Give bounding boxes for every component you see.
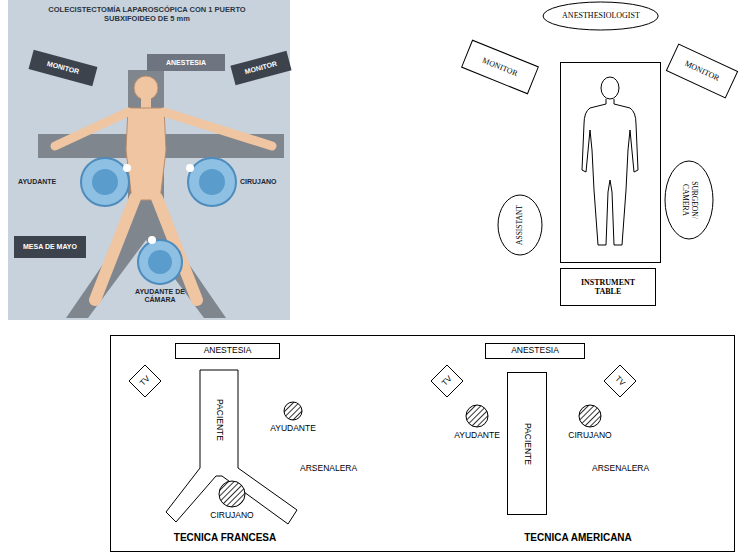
patient-table: PACIENTE (507, 372, 547, 515)
staff-label: CIRUJANO (240, 178, 277, 186)
staff-circle: AYUDANTE (465, 404, 489, 428)
illustration-title: COLECISTECTOMÍA LAPAROSCÓPICA CON 1 PUER… (22, 6, 272, 23)
technique-caption: TECNICA AMERICANA (488, 532, 668, 544)
tv-diamond: TV (430, 364, 464, 398)
diamond-outline (129, 365, 161, 397)
tv-diamond: TV (128, 364, 162, 398)
hatched-circle (579, 405, 601, 427)
node-label: AYUDANTE (454, 431, 500, 441)
node-label: CIRUJANO (210, 511, 253, 521)
staff-label: AYUDANTE DE CÁMARA (128, 288, 192, 304)
or-illustration (8, 0, 290, 320)
monitor-box: MONITOR (666, 43, 738, 98)
ellipse-outline (498, 195, 542, 255)
anesthesia-box: ANESTESIA (147, 54, 225, 71)
staff-label: AYUDANTE (18, 178, 56, 186)
node-label: CIRUJANO (568, 431, 611, 441)
anesthesiologist-ellipse: ANESTHESIOLOGIST (542, 1, 659, 31)
node-label: ANESTESIA (166, 58, 206, 66)
monitor-box: MONITOR (461, 40, 539, 95)
monitor-box: MONITOR (230, 51, 291, 85)
technique-caption: TECNICA FRANCESA (140, 532, 310, 544)
panel-frame (111, 336, 735, 552)
node-label: MONITOR (683, 59, 721, 83)
anesthesia-box: ANESTESIA (485, 343, 585, 359)
monitor-box: MONITOR (29, 50, 98, 86)
diamond-outline (604, 365, 636, 397)
hatched-circle (284, 402, 302, 420)
node-label: AYUDANTE (270, 424, 316, 434)
assistant-ellipse: ASSISTANT (497, 194, 543, 256)
staff-circle: AYUDANTE (283, 401, 303, 421)
staff-circle: CIRUJANO (218, 480, 246, 508)
node-label: PACIENTE (522, 423, 532, 465)
diamond-outline (431, 365, 463, 397)
hatched-circle (219, 481, 245, 507)
ellipse-outline (543, 2, 658, 30)
bed-figure (561, 63, 661, 263)
node-label: ANESTESIA (511, 346, 559, 356)
staff-circle-outline (283, 401, 303, 421)
surgeon-ellipse: SURGEON/ CAMERA (664, 160, 714, 240)
tv-diamond: TV (603, 364, 637, 398)
anesthesia-box: ANESTESIA (175, 343, 280, 359)
node-label: PACIENTE (214, 399, 224, 441)
staff-circle: CIRUJANO (578, 404, 602, 428)
scrub-nurse-label: ARSENALERA (592, 464, 649, 474)
ellipse-outline (665, 161, 713, 239)
node-label: MESA DE MAYO (23, 243, 77, 251)
y-table-outline (166, 370, 297, 524)
node-label: MONITOR (244, 60, 278, 76)
staff-circle-outline (578, 404, 602, 428)
node-label: SURGEON/ CAMERA (680, 175, 697, 225)
staff-circle-outline (465, 404, 489, 428)
node-label: MONITOR (481, 56, 519, 78)
scrub-nurse-label: ARSENALERA (300, 464, 357, 474)
node-label: ANESTHESIOLOGIST (562, 11, 640, 20)
hatched-circle (466, 405, 488, 427)
mayo-table-box: MESA DE MAYO (14, 236, 86, 258)
node-label: MONITOR (46, 60, 80, 76)
node-label: ASSISTANT (516, 205, 525, 245)
node-label: ANESTESIA (204, 346, 252, 356)
instrument-table-box: INSTRUMENT TABLE (560, 268, 656, 306)
node-label: INSTRUMENT TABLE (568, 278, 648, 296)
staff-circle-outline (218, 480, 246, 508)
